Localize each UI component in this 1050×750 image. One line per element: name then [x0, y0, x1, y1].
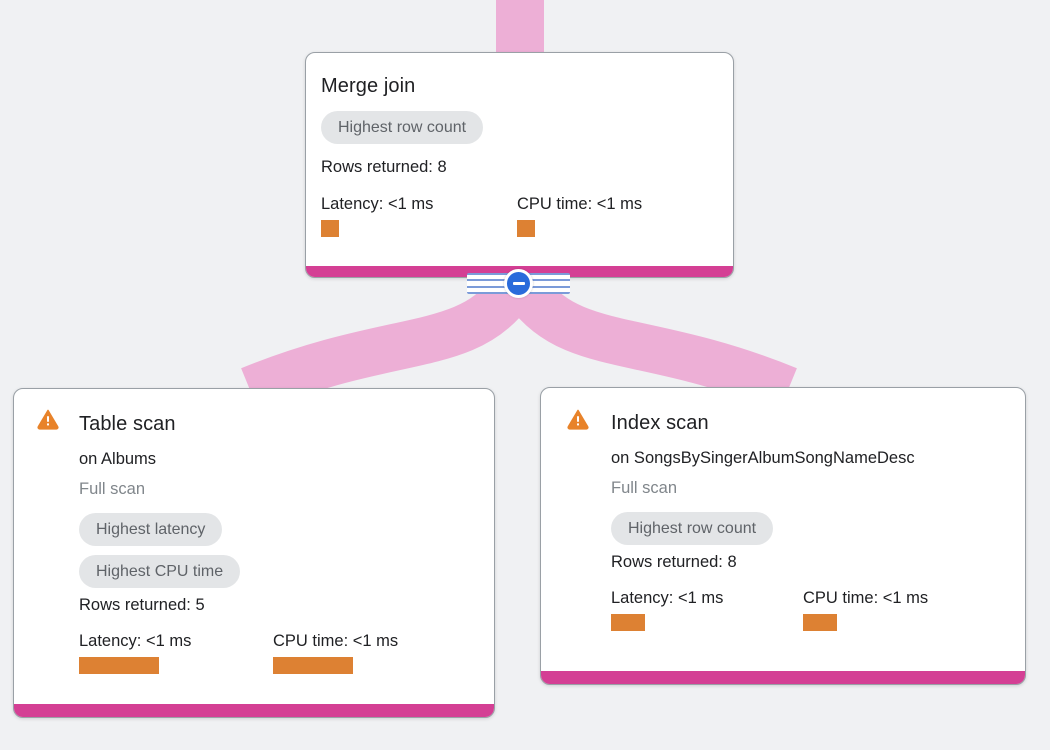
cpu-bar — [803, 614, 837, 631]
node-index-scan[interactable]: Index scan on SongsBySingerAlbumSongName… — [540, 387, 1026, 685]
node-merge-join[interactable]: Merge join Highest row count Rows return… — [305, 52, 734, 278]
minus-icon — [512, 282, 525, 285]
cpu-label: CPU time: <1 ms — [803, 589, 929, 607]
node-title: Table scan — [79, 413, 176, 435]
latency-bar — [321, 220, 339, 237]
cpu-label: CPU time: <1 ms — [273, 632, 399, 650]
warning-icon — [567, 409, 589, 430]
node-title: Merge join — [321, 75, 416, 97]
latency-label: Latency: <1 ms — [321, 195, 434, 213]
edge-root-to-merge-join — [496, 0, 544, 56]
badge-highest-latency: Highest latency — [79, 513, 223, 546]
rows-returned: Rows returned: 8 — [321, 158, 447, 176]
node-table-scan[interactable]: Table scan on Albums Full scan Highest l… — [13, 388, 495, 718]
edge-merge-join-to-table-scan — [241, 276, 531, 412]
latency-metric: Latency: <1 ms — [321, 193, 517, 237]
collapse-children-button[interactable] — [504, 269, 533, 298]
rows-returned: Rows returned: 8 — [611, 553, 737, 571]
latency-label: Latency: <1 ms — [611, 589, 724, 607]
node-title: Index scan — [611, 412, 709, 434]
edge-merge-join-to-index-scan — [507, 276, 797, 412]
warning-icon — [37, 409, 59, 430]
scan-type: Full scan — [79, 480, 146, 498]
latency-metric: Latency: <1 ms — [611, 587, 803, 631]
node-target: on Albums — [79, 450, 157, 468]
node-accent-bar — [14, 704, 494, 717]
latency-metric: Latency: <1 ms — [79, 630, 273, 674]
badge-highest-row-count: Highest row count — [321, 111, 484, 144]
badge-highest-row-count: Highest row count — [611, 512, 774, 545]
cpu-metric: CPU time: <1 ms — [803, 587, 928, 631]
cpu-bar — [517, 220, 535, 237]
scan-type: Full scan — [611, 479, 678, 497]
rows-returned: Rows returned: 5 — [79, 596, 205, 614]
latency-bar — [79, 657, 159, 674]
latency-label: Latency: <1 ms — [79, 632, 192, 650]
node-target: on SongsBySingerAlbumSongNameDesc — [611, 449, 915, 467]
badge-highest-cpu-time: Highest CPU time — [79, 555, 241, 588]
node-accent-bar — [541, 671, 1025, 684]
cpu-metric: CPU time: <1 ms — [273, 630, 398, 674]
cpu-bar — [273, 657, 353, 674]
latency-bar — [611, 614, 645, 631]
cpu-label: CPU time: <1 ms — [517, 195, 643, 213]
cpu-metric: CPU time: <1 ms — [517, 193, 642, 237]
